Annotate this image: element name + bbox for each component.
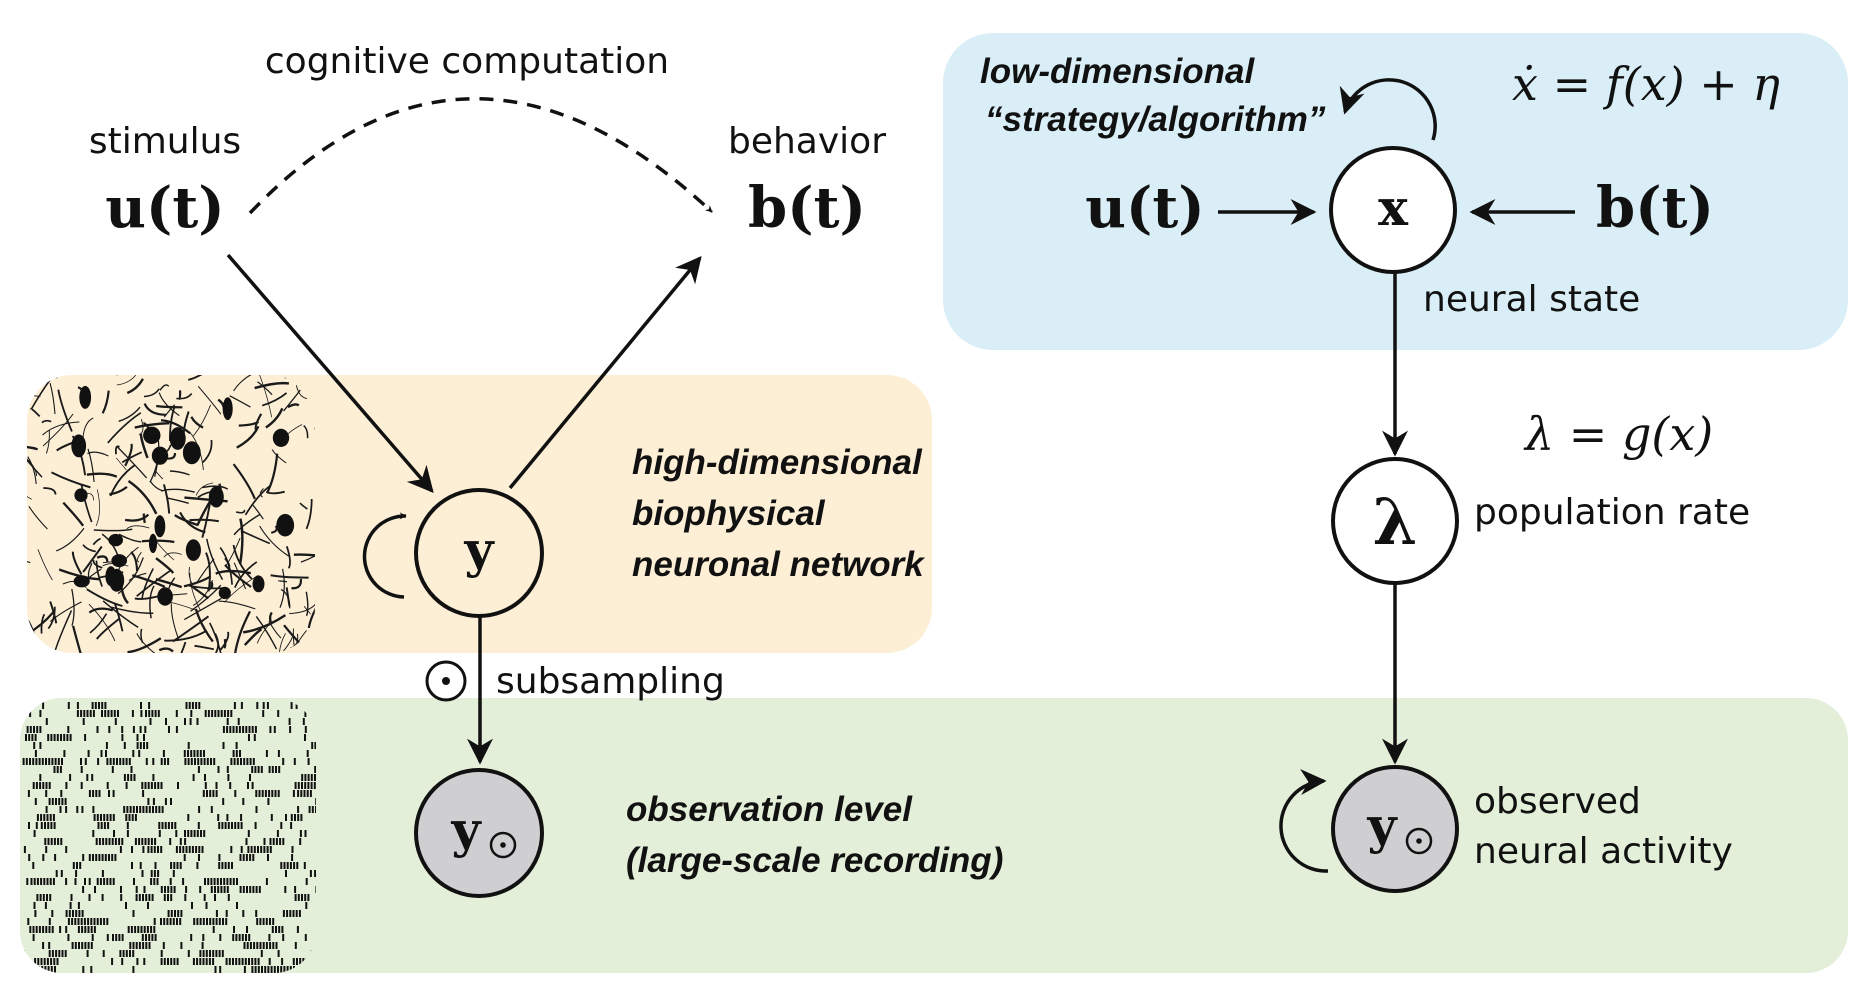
population-rate-label: population rate bbox=[1474, 492, 1750, 533]
stimulus-label: stimulus bbox=[89, 121, 241, 162]
lambda-node-label: λ bbox=[1373, 485, 1418, 560]
observed-node-right bbox=[1331, 765, 1459, 893]
subsampling-label: subsampling bbox=[496, 661, 725, 702]
x-self-loop bbox=[1339, 78, 1437, 141]
behavior-feedback-variable: b(t) bbox=[1596, 175, 1714, 241]
observed-right-self-loop bbox=[1279, 769, 1329, 873]
low-dim-title-line1: low-dimensional bbox=[980, 52, 1255, 91]
high-dim-line2: biophysical bbox=[632, 494, 826, 533]
low-dim-title: low-dimensional “strategy/algorithm” bbox=[980, 52, 1326, 139]
observation-line1: observation level bbox=[626, 790, 913, 829]
observed-node-right-label: y bbox=[1366, 796, 1398, 855]
cognitive-computation-arrow bbox=[248, 97, 714, 215]
observed-node-left-subscript bbox=[489, 831, 517, 859]
high-dim-line3: neuronal network bbox=[632, 545, 925, 584]
cognitive-computation-label: cognitive computation bbox=[265, 41, 669, 82]
y-to-behavior-arrow bbox=[508, 255, 702, 490]
observation-line2: (large-scale recording) bbox=[626, 841, 1003, 880]
neural-state-label: neural state bbox=[1423, 279, 1640, 320]
observed-node-left-subscript-dot bbox=[500, 842, 506, 848]
subsampling-symbol-dot bbox=[442, 677, 450, 685]
observed-node-right-subscript-dot bbox=[1416, 838, 1422, 844]
observed-node-right-subscript bbox=[1405, 827, 1433, 855]
observed-node-left-label: y bbox=[450, 800, 482, 859]
rate-equation: λ = g(x) bbox=[1523, 407, 1713, 461]
behavior-variable: b(t) bbox=[748, 175, 866, 241]
x-node-label: x bbox=[1378, 178, 1409, 237]
stimulus-variable: u(t) bbox=[105, 175, 225, 241]
y-node-label: y bbox=[463, 520, 495, 579]
observed-activity-label: observed neural activity bbox=[1474, 781, 1733, 872]
input-variable: u(t) bbox=[1085, 175, 1205, 241]
x-node bbox=[1329, 146, 1457, 274]
spike-raster-icon bbox=[22, 702, 316, 973]
high-dim-label: high-dimensional biophysical neuronal ne… bbox=[632, 443, 931, 584]
observation-label: observation level (large-scale recording… bbox=[626, 790, 1003, 880]
stimulus-to-y-arrow bbox=[226, 253, 434, 493]
y-self-loop bbox=[362, 512, 407, 599]
y-node bbox=[414, 488, 544, 618]
observed-node-left bbox=[414, 768, 544, 898]
behavior-label: behavior bbox=[728, 121, 886, 162]
lambda-node bbox=[1331, 457, 1459, 585]
low-dim-title-line2: “strategy/algorithm” bbox=[985, 100, 1326, 139]
observed-line1: observed bbox=[1474, 781, 1641, 822]
observed-line2: neural activity bbox=[1474, 831, 1733, 872]
high-dim-line1: high-dimensional bbox=[632, 443, 923, 482]
dynamics-equation: ẋ = f(x) + η bbox=[1512, 57, 1780, 111]
subsampling-symbol bbox=[425, 660, 467, 702]
